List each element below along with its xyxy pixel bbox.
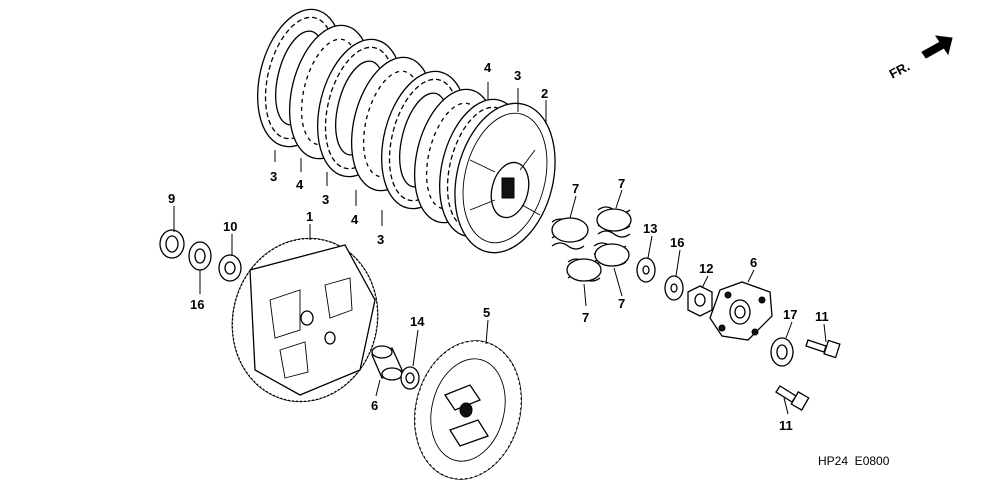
front-direction-indicator: FR. <box>887 35 953 82</box>
callout-labels: 3 4 3 4 3 4 3 2 1 9 10 16 14 6 5 7 7 7 7… <box>168 60 829 433</box>
callout-4: 4 <box>484 60 492 75</box>
lock-washer-10 <box>218 254 242 282</box>
callout-12: 12 <box>699 261 713 276</box>
clutch-outer <box>231 237 379 403</box>
callout-11: 11 <box>815 309 829 324</box>
callout-4: 4 <box>296 177 304 192</box>
spring-3 <box>593 242 630 267</box>
spring-4 <box>566 258 602 282</box>
washer-16-right <box>664 275 684 301</box>
bearing-17 <box>770 337 794 367</box>
bolt-11-lower <box>775 385 810 411</box>
bolt-11-upper <box>805 339 841 359</box>
callout-1: 1 <box>306 209 313 224</box>
callout-17: 17 <box>783 307 797 322</box>
callout-9: 9 <box>168 191 175 206</box>
callout-16: 16 <box>670 235 684 250</box>
callout-13: 13 <box>643 221 657 236</box>
lock-nut-12 <box>687 285 713 317</box>
callout-7: 7 <box>618 296 625 311</box>
lifter-plate-6 <box>709 281 773 341</box>
clutch-springs <box>551 206 632 282</box>
front-arrow-icon <box>921 35 953 59</box>
leader-lines <box>173 82 827 415</box>
callout-11: 11 <box>779 418 793 433</box>
callout-3: 3 <box>322 192 329 207</box>
collar-6 <box>371 345 403 381</box>
washer-14 <box>400 366 420 390</box>
clutch-center <box>414 340 522 480</box>
callout-5: 5 <box>483 305 490 320</box>
callout-7: 7 <box>572 181 579 196</box>
callout-10: 10 <box>223 219 237 234</box>
spring-1 <box>551 217 589 250</box>
callout-7: 7 <box>582 310 589 325</box>
callout-2: 2 <box>541 86 548 101</box>
spring-2 <box>596 206 632 238</box>
bearing-9 <box>159 229 185 259</box>
pressure-plate <box>454 102 556 254</box>
callout-14: 14 <box>410 314 425 329</box>
callout-16: 16 <box>190 297 204 312</box>
callout-6: 6 <box>371 398 378 413</box>
callout-7: 7 <box>618 176 625 191</box>
callout-3: 3 <box>270 169 277 184</box>
front-label: FR. <box>887 58 913 81</box>
callout-3: 3 <box>514 68 521 83</box>
callout-4: 4 <box>351 212 359 227</box>
washer-16-left <box>188 241 212 271</box>
diagram-code: HP24 E0800 <box>818 454 890 468</box>
washer-13 <box>636 257 656 283</box>
callout-6: 6 <box>750 255 757 270</box>
callout-3: 3 <box>377 232 384 247</box>
